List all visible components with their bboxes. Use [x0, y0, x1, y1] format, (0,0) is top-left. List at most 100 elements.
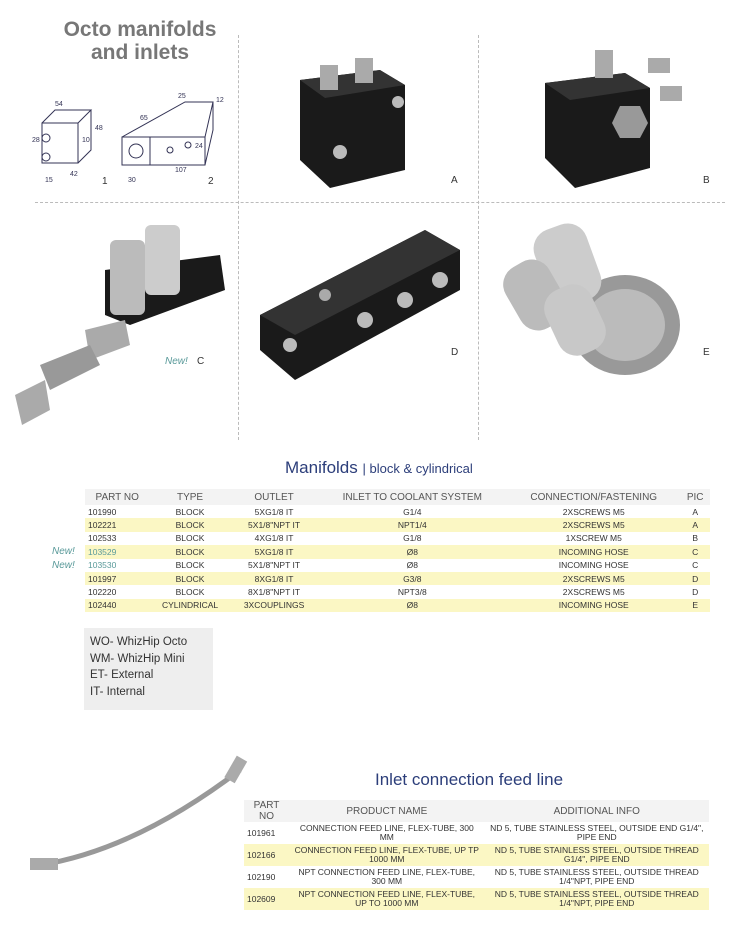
table-cell: 102190 [247, 871, 276, 882]
new-badge: New! [52, 546, 75, 557]
table-cell: E [680, 598, 710, 613]
table-cell: Ø8 [406, 560, 418, 571]
table-cell: 103529 [85, 545, 150, 559]
svg-text:28: 28 [32, 137, 40, 144]
table-cell: NPT3/8 [397, 587, 427, 598]
new-badge: New! [165, 356, 188, 367]
table-cell: A [680, 518, 710, 532]
svg-text:12: 12 [216, 97, 224, 104]
technical-drawing: 54 48 28 10 15 42 65 25 12 24 30 107 1 2 [32, 93, 224, 187]
table-cell: 2XSCREWS M5 [507, 518, 681, 532]
table-cell: ND 5, TUBE STAINLESS STEEL, OUTSIDE THRE… [494, 867, 699, 886]
table-cell: 101997 [85, 571, 150, 586]
table-cell: G1/4 [403, 506, 422, 517]
table-cell: 101961 [247, 827, 276, 838]
pic-label-d: D [451, 347, 459, 358]
svg-text:48: 48 [95, 125, 103, 132]
table-cell: G1/8 [403, 533, 422, 544]
table-cell: C [692, 560, 699, 571]
manifold-image-d [260, 230, 460, 380]
table-cell: ND 5, TUBE STAINLESS STEEL, OUTSIDE END … [490, 823, 704, 842]
manifold-image-b [545, 50, 682, 188]
divider [35, 202, 725, 203]
divider [478, 35, 479, 440]
manifold-image-c [15, 225, 225, 425]
manifold-image-e [503, 223, 680, 375]
drawing-label: 2 [208, 176, 214, 187]
table-cell: 102221 [85, 518, 150, 532]
table-cell: 4XG1/8 IT [254, 533, 294, 544]
column-header: PART NO [85, 489, 150, 505]
column-header: TYPE [149, 489, 231, 505]
table-cell: 8X1/8"NPT IT [248, 587, 301, 598]
table-cell: ND 5, TUBE STAINLESS STEEL, OUTSIDE THRE… [484, 844, 709, 866]
divider [238, 35, 239, 440]
table-cell: INCOMING HOSE [558, 560, 629, 571]
table-cell: CYLINDRICAL [149, 598, 231, 613]
svg-text:10: 10 [82, 137, 90, 144]
table-cell: G3/8 [317, 571, 508, 586]
table-cell: INCOMING HOSE [507, 545, 681, 559]
pic-label-a: A [451, 175, 458, 186]
table-cell: A [692, 506, 699, 517]
svg-text:30: 30 [128, 177, 136, 184]
table-cell: NPT CONNECTION FEED LINE, FLEX-TUBE, 300… [298, 867, 476, 886]
feed-line-image [30, 755, 248, 870]
table-cell: CONNECTION FEED LINE, FLEX-TUBE, 300 MM [299, 823, 474, 842]
table-cell: 2XSCREWS M5 [507, 571, 681, 586]
column-header: CONNECTION/FASTENING [507, 489, 681, 505]
table-row: 101961 CONNECTION FEED LINE, FLEX-TUBE, 3… [244, 822, 709, 844]
table-cell: BLOCK [149, 518, 231, 532]
table-cell: 5X1/8"NPT IT [248, 560, 301, 571]
table-cell: BLOCK [149, 545, 231, 559]
column-header: OUTLET [230, 489, 318, 505]
table-cell: ND 5, TUBE STAINLESS STEEL, OUTSIDE THRE… [484, 888, 709, 910]
table-cell: D [692, 587, 699, 598]
table-row: 102190 NPT CONNECTION FEED LINE, FLEX-TUB… [244, 866, 709, 888]
table-cell: NPT CONNECTION FEED LINE, FLEX-TUBE, UP … [289, 888, 485, 910]
table-cell: D [680, 571, 710, 586]
table-cell: B [692, 533, 699, 544]
table-cell: 102440 [85, 598, 150, 613]
pic-label-b: B [703, 175, 710, 186]
svg-text:15: 15 [45, 177, 53, 184]
table-cell: 5XG1/8 IT [230, 545, 318, 559]
column-header: ADDITIONAL INFO [484, 800, 709, 822]
column-header: PART NO [244, 800, 290, 822]
table-cell: 1XSCREW M5 [565, 533, 622, 544]
table-cell: Ø8 [317, 598, 508, 613]
table-cell: 2XSCREWS M5 [562, 587, 625, 598]
svg-text:107: 107 [175, 167, 187, 174]
svg-text:25: 25 [178, 93, 186, 100]
drawing-label: 1 [102, 176, 108, 187]
table-cell: 101990 [88, 506, 117, 517]
table-cell: 2XSCREWS M5 [562, 506, 625, 517]
table-cell: C [680, 545, 710, 559]
table-cell: BLOCK [175, 587, 205, 598]
table-cell: NPT1/4 [317, 518, 508, 532]
svg-text:54: 54 [55, 101, 63, 108]
column-header: INLET TO COOLANT SYSTEM [317, 489, 508, 505]
new-badge: New! [52, 560, 75, 571]
table-cell: 8XG1/8 IT [230, 571, 318, 586]
table-cell: 102220 [88, 587, 117, 598]
table-cell: 3XCOUPLINGS [230, 598, 318, 613]
svg-text:65: 65 [140, 115, 148, 122]
svg-text:24: 24 [195, 143, 203, 150]
svg-text:42: 42 [70, 171, 78, 178]
table-cell: 5X1/8"NPT IT [230, 518, 318, 532]
feed-line-heading: Inlet connection feed line [375, 770, 564, 789]
column-header: PIC [680, 489, 710, 505]
pic-label-c: C [197, 356, 205, 367]
table-cell: CONNECTION FEED LINE, FLEX-TUBE, UP TP 1… [289, 844, 485, 866]
